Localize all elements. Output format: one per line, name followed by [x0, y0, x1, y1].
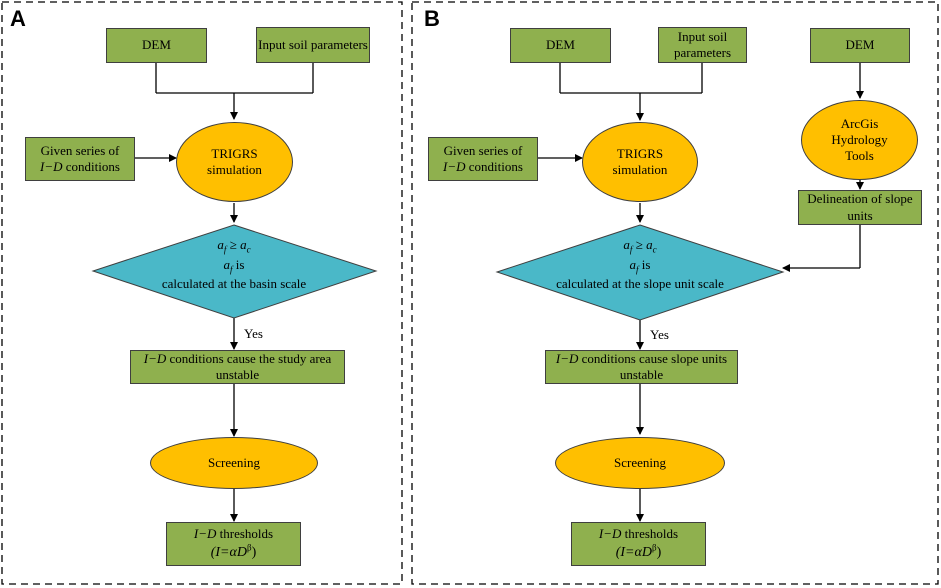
- panel-a-letter: A: [10, 6, 26, 31]
- panel-a-screening-ellipse: Screening: [150, 437, 318, 489]
- panel-a-connectors: [135, 62, 314, 522]
- panel-b-yes-label: Yes: [650, 327, 669, 342]
- panel-a-given-series-box: Given series of I−D conditions: [25, 137, 135, 181]
- panel-a-formula-main: (I=αD: [210, 545, 247, 561]
- panel-a-given-series-conditions: conditions: [65, 159, 120, 174]
- panel-a-unstable-text: I−D conditions cause the study area unst…: [137, 351, 338, 384]
- panel-b-input-soil-box: Input soil parameters: [658, 27, 747, 63]
- panel-b-cond-line1: af ≥ ac: [520, 236, 760, 256]
- panel-b-unstable-rest: conditions cause slope units unstable: [578, 350, 728, 382]
- panel-a-ac-sub: c: [246, 244, 251, 255]
- panel-a-af-symbol: a: [217, 237, 224, 252]
- panel-b-dem2-label: DEM: [845, 37, 875, 53]
- panel-a-input-soil-label: Input soil parameters: [258, 36, 368, 52]
- panel-a-screening-label: Screening: [208, 454, 260, 470]
- panel-a-formula-sup: β: [246, 542, 252, 553]
- panel-b-delineation-label: Delineation of slope units: [807, 191, 913, 223]
- panel-b-ac-sub: c: [652, 244, 657, 255]
- panel-a-geq: ≥: [226, 237, 241, 252]
- panel-b-input-soil-label: Input soil parameters: [673, 28, 732, 60]
- panel-b-dem-label: DEM: [546, 37, 575, 53]
- panel-a-given-series-line1: Given series of: [40, 142, 120, 158]
- panel-b-af2-symbol: a: [629, 256, 637, 272]
- panel-b-unstable-box: I−D conditions cause slope units unstabl…: [545, 350, 738, 384]
- panel-a-cond-line2: af is: [120, 256, 348, 276]
- panel-b-trigrs-label: TRIGRS simulation: [612, 145, 668, 177]
- panel-a-formula: (I=αDβ): [210, 542, 257, 561]
- panel-b-cond-line2: af is: [520, 256, 760, 276]
- panel-b-trigrs-ellipse: TRIGRS simulation: [582, 122, 698, 202]
- panel-a-decision-diamond: [91, 224, 378, 319]
- panel-a-trigrs-label: TRIGRS simulation: [207, 145, 262, 177]
- panel-b-diamond-text: af ≥ ac af is calculated at the slope un…: [520, 236, 760, 293]
- panel-a-diamond-text: af ≥ ac af is calculated at the basin sc…: [120, 236, 348, 293]
- panel-a-unstable-box: I−D conditions cause the study area unst…: [130, 350, 345, 384]
- panel-b-thresholds-label: thresholds: [621, 526, 679, 542]
- panel-b-unstable-text: I−D conditions cause slope units unstabl…: [552, 351, 731, 384]
- panel-b-dem2-box: DEM: [810, 28, 910, 63]
- panel-a-cond-line1: af ≥ ac: [120, 236, 348, 256]
- panel-b-formula-main: (I=αD: [615, 545, 652, 561]
- panel-b-thresholds-box: I−D thresholds (I=αDβ): [571, 522, 706, 566]
- panel-b-af2-sub: f: [636, 264, 639, 275]
- panel-a-thresholds-box: I−D thresholds (I=αDβ): [166, 522, 301, 566]
- panel-b-geq: ≥: [632, 237, 647, 252]
- panel-a-af2-sub: f: [230, 264, 233, 275]
- panel-a-thresholds-text: I−D thresholds (I=αDβ): [194, 526, 273, 561]
- panel-a-given-series-text: Given series of I−D conditions: [40, 143, 120, 176]
- panel-a-dem-box: DEM: [106, 28, 207, 63]
- panel-b-formula-sup: β: [651, 542, 657, 553]
- panel-a-af-sub: f: [223, 244, 227, 255]
- panel-a-frame: [1, 1, 403, 585]
- panel-a-yes-label: Yes: [244, 326, 263, 341]
- panel-b-given-series-line1: Given series of: [443, 142, 523, 158]
- panel-b-formula: (I=αDβ): [615, 542, 662, 561]
- panel-a-given-series-id: I−D: [40, 159, 63, 174]
- panel-b-af-symbol: a: [623, 237, 630, 252]
- panel-b-thresholds-id: I−D: [598, 526, 622, 542]
- panel-b-af-sub: f: [629, 244, 633, 255]
- panel-b-ac-symbol: a: [646, 237, 653, 252]
- panel-b-screening-ellipse: Screening: [555, 437, 725, 489]
- panel-b-given-series-text: Given series of I−D conditions: [443, 143, 523, 176]
- panel-b-thresholds-text: I−D thresholds (I=αDβ): [599, 526, 678, 561]
- panel-b-formula-end: ): [656, 545, 662, 561]
- panel-b-delineation-box: Delineation of slope units: [798, 190, 922, 225]
- panel-b-dem-box: DEM: [510, 28, 611, 63]
- panel-b-cond-line3: calculated at the slope unit scale: [556, 276, 724, 292]
- panel-b-is-text: is: [638, 256, 651, 272]
- panel-a-thresholds-id: I−D: [193, 526, 217, 542]
- panel-b-decision-diamond: [495, 224, 785, 321]
- panel-b-given-series-conditions: conditions: [468, 159, 523, 174]
- panel-a-ac-symbol: a: [240, 237, 247, 252]
- panel-b-connectors: [538, 62, 864, 522]
- panel-a-unstable-id: I−D: [143, 350, 167, 366]
- panel-b-frame: [411, 1, 939, 585]
- panel-b-unstable-id: I−D: [555, 350, 579, 366]
- panel-b-screening-label: Screening: [614, 454, 666, 470]
- panel-a-input-soil-box: Input soil parameters: [256, 27, 370, 63]
- panel-a-dem-label: DEM: [142, 37, 171, 53]
- panel-a-formula-end: ): [251, 545, 257, 561]
- panel-a-trigrs-ellipse: TRIGRS simulation: [176, 122, 293, 202]
- panel-a-thresholds-label: thresholds: [216, 526, 274, 542]
- panel-a-unstable-rest: conditions cause the study area unstable: [166, 350, 332, 382]
- panel-b-arcgis-ellipse: ArcGis Hydrology Tools: [801, 100, 918, 180]
- panel-b-given-series-id: I−D: [443, 159, 466, 174]
- panel-a-cond-line3: calculated at the basin scale: [161, 276, 307, 292]
- panel-b-given-series-box: Given series of I−D conditions: [428, 137, 538, 181]
- panel-b-letter: B: [424, 6, 440, 31]
- panel-b-arcgis-label: ArcGis Hydrology Tools: [831, 115, 888, 164]
- panel-a-af2-symbol: a: [223, 256, 231, 272]
- panel-a-is-text: is: [232, 256, 245, 272]
